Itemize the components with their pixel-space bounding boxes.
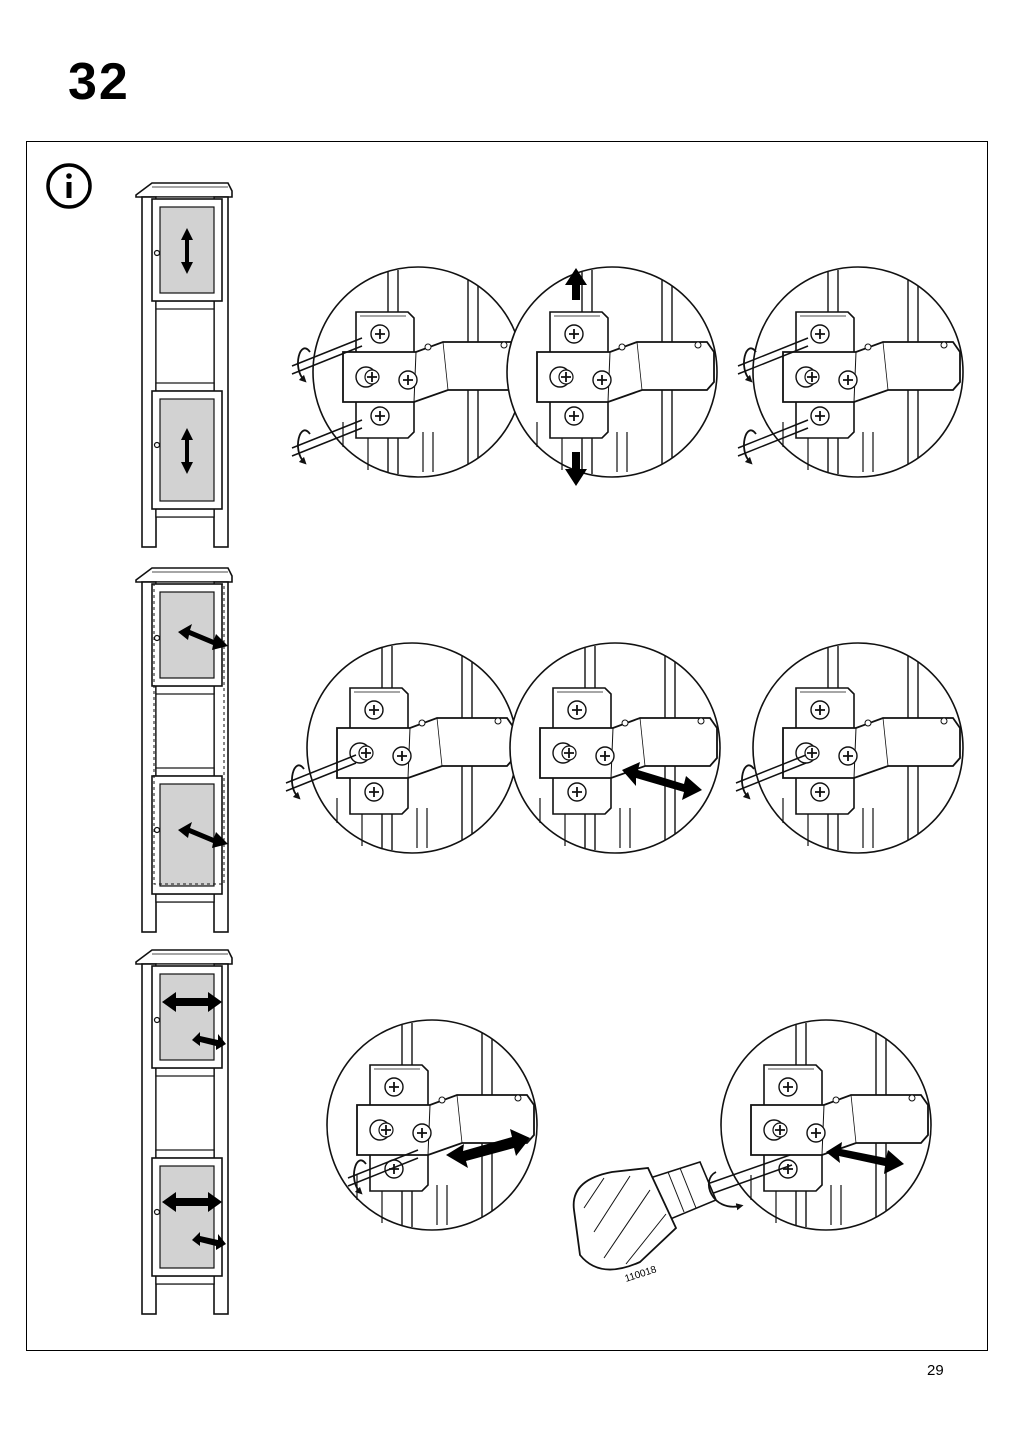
horizontal-arrow-icon: [826, 1142, 904, 1174]
hinge-closeup: [306, 642, 518, 854]
hinge-closeup: [752, 266, 964, 478]
screwdriver-icon: [572, 1154, 793, 1271]
instruction-frame: [26, 141, 988, 1351]
horizontal-arrow-icon: [162, 992, 226, 1250]
up-arrow-icon: [565, 268, 587, 300]
vertical-arrow-icon: [181, 228, 193, 474]
hinge-closeup: [506, 266, 718, 478]
row-horizontal-adjustment: 110018: [135, 949, 932, 1315]
row-vertical-adjustment: [135, 182, 964, 548]
horizontal-arrow-icon: [446, 1129, 530, 1168]
hinge-closeup: [720, 1019, 932, 1231]
hinge-closeup: [312, 266, 524, 478]
row-depth-adjustment: [135, 567, 964, 933]
down-arrow-icon: [565, 452, 587, 486]
hinge-closeup: [326, 1019, 538, 1231]
page-number: 29: [927, 1362, 944, 1379]
depth-arrow-icon: [178, 624, 228, 848]
hinge-closeup: [752, 642, 964, 854]
cabinet-illustration: [135, 567, 233, 933]
hinge-closeup: [509, 642, 721, 854]
info-icon: [46, 163, 92, 209]
depth-arrow-icon: [622, 762, 702, 800]
step-number: 32: [68, 53, 130, 111]
